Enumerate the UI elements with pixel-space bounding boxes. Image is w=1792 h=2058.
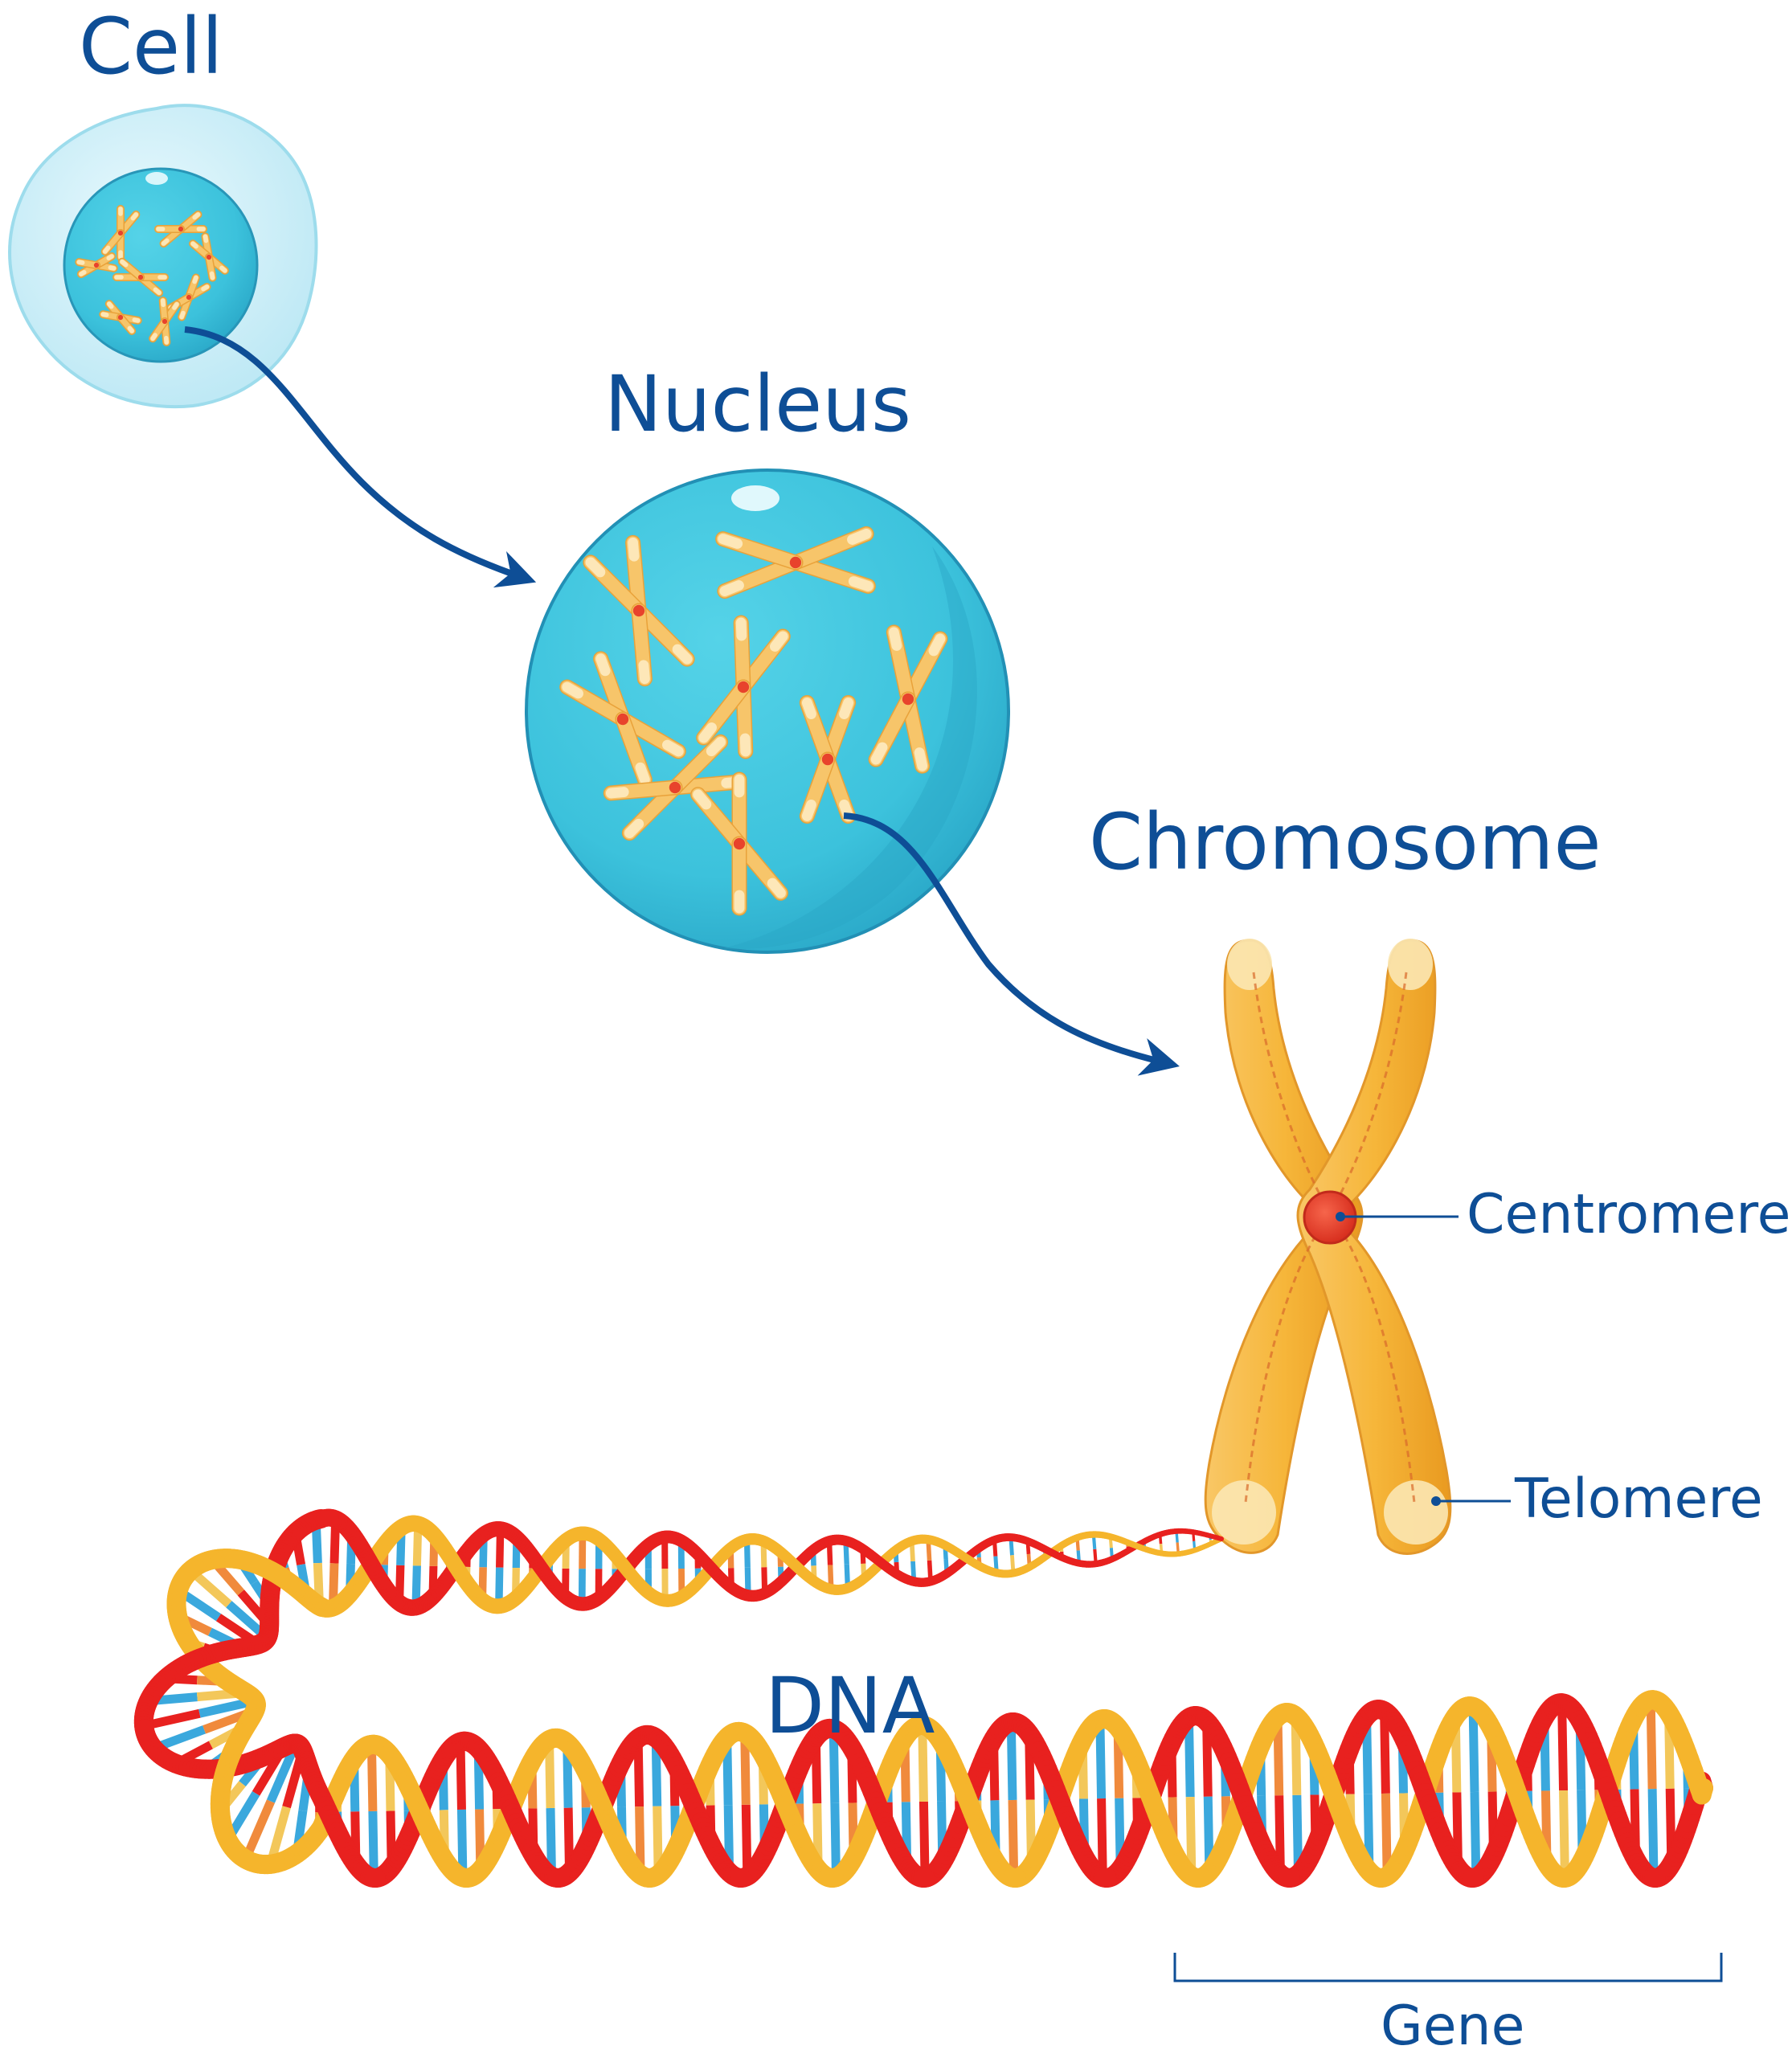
label-centromere: Centromere — [1467, 1188, 1791, 1242]
label-gene: Gene — [1381, 1999, 1524, 2054]
dna-strand-segment — [1702, 1788, 1704, 1795]
dna-base-pair — [1475, 1792, 1476, 1877]
chromosome-illustration — [1205, 939, 1450, 1553]
cell-illustration — [10, 105, 316, 407]
dna-base-pair — [1473, 1707, 1475, 1792]
dna-base-pair — [923, 1802, 925, 1878]
dna-base-pair — [371, 1745, 372, 1811]
chromosome-telomere-top-left — [1227, 939, 1272, 990]
label-dna: DNA — [765, 1667, 935, 1745]
dna-base-pair — [1013, 1800, 1014, 1878]
dna-base-pair — [1564, 1790, 1565, 1878]
label-chromosome: Chromosome — [1089, 804, 1602, 881]
chromosome-telomere-top-right — [1388, 939, 1433, 990]
label-telomere: Telomere — [1515, 1472, 1763, 1527]
chromosome-telomere-bottom-left — [1212, 1480, 1276, 1545]
label-cell: Cell — [79, 8, 223, 85]
dna-base-pair — [1100, 1720, 1102, 1798]
dna-base-pair — [835, 1803, 837, 1877]
chromosome-chromatid-right — [1298, 940, 1450, 1553]
nucleus-highlight — [731, 485, 779, 511]
dna-base-pair — [1562, 1703, 1564, 1790]
dna-base-pair — [1651, 1700, 1652, 1789]
chromosome-telomere-bottom-right — [1384, 1480, 1448, 1545]
label-nucleus: Nucleus — [604, 366, 911, 443]
dna-base-pair — [1011, 1722, 1013, 1800]
gene-bracket — [1175, 1953, 1721, 1981]
dna-strand-segment — [187, 1573, 189, 1574]
dna-strand-segment — [248, 1860, 251, 1861]
cell-nucleus-highlight — [145, 172, 168, 185]
dna-base-pair — [1652, 1789, 1654, 1878]
